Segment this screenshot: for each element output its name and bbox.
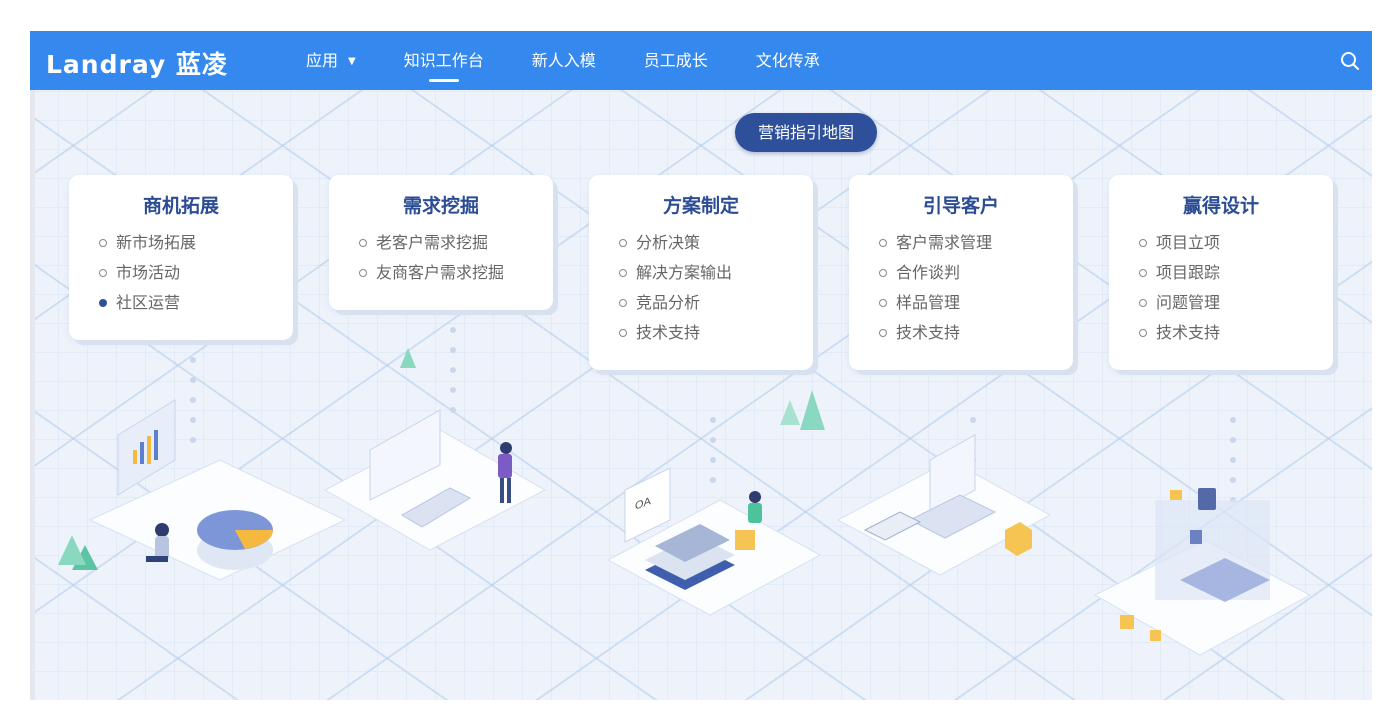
bullet-icon: [1139, 329, 1147, 337]
item-label: 市场活动: [116, 263, 181, 282]
list-item[interactable]: 竞品分析: [619, 288, 813, 318]
bullet-icon: [1139, 269, 1147, 277]
chart-board-illustration: [58, 399, 273, 570]
list-item[interactable]: 技术支持: [619, 318, 813, 348]
stage-card-guide-customer: 引导客户 客户需求管理 合作谈判 样品管理 技术支持: [849, 175, 1073, 370]
nav-knowledge-workbench[interactable]: 知识工作台: [404, 31, 484, 90]
list-item[interactable]: 技术支持: [879, 318, 1073, 348]
bullet-icon: [879, 299, 887, 307]
item-label: 分析决策: [636, 233, 701, 252]
list-item[interactable]: 合作谈判: [879, 258, 1073, 288]
stage-card-win-design: 赢得设计 项目立项 项目跟踪 问题管理 技术支持: [1109, 175, 1333, 370]
laptop-illustration: [863, 434, 1032, 556]
list-item[interactable]: 新市场拓展: [99, 228, 293, 258]
item-label: 竞品分析: [636, 293, 701, 312]
left-edge: [30, 90, 35, 700]
item-label: 项目立项: [1156, 233, 1221, 252]
top-nav-bar: Landray 蓝凌 应用 ▼ 知识工作台 新人入模 员工成长 文化传承: [30, 31, 1372, 90]
bullet-active-icon: [99, 299, 107, 307]
item-label: 技术支持: [896, 323, 961, 342]
bullet-icon: [619, 269, 627, 277]
card-title: 需求挖掘: [402, 195, 479, 217]
bullet-icon: [619, 239, 627, 247]
item-label: 友商客户需求挖掘: [376, 263, 505, 282]
item-label: 技术支持: [1156, 323, 1221, 342]
dotted-connector: [1230, 417, 1236, 503]
item-label: 问题管理: [1156, 293, 1221, 312]
list-item[interactable]: 样品管理: [879, 288, 1073, 318]
card-title: 方案制定: [662, 195, 739, 217]
card-title: 赢得设计: [1182, 195, 1259, 217]
nav-culture[interactable]: 文化传承: [755, 51, 820, 70]
bullet-icon: [619, 299, 627, 307]
brand-logo[interactable]: Landray 蓝凌: [46, 50, 228, 79]
item-label: 样品管理: [896, 293, 961, 312]
item-label: 合作谈判: [896, 263, 961, 282]
list-item[interactable]: 市场活动: [99, 258, 293, 288]
main-nav: 应用 ▼ 知识工作台 新人入模 员工成长 文化传承: [306, 31, 868, 90]
nav-label: 应用: [306, 51, 339, 70]
stage-card-solution: 方案制定 分析决策 解决方案输出 竞品分析 技术支持: [589, 175, 813, 370]
bullet-icon: [359, 239, 367, 247]
bullet-icon: [879, 269, 887, 277]
nav-onboarding[interactable]: 新人入模: [531, 51, 596, 70]
marketing-map-title: 营销指引地图: [735, 113, 877, 152]
bullet-icon: [99, 269, 107, 277]
bullet-icon: [1139, 239, 1147, 247]
list-item[interactable]: 老客户需求挖掘: [359, 228, 553, 258]
list-item[interactable]: 客户需求管理: [879, 228, 1073, 258]
bullet-icon: [359, 269, 367, 277]
list-item[interactable]: 项目跟踪: [1139, 258, 1333, 288]
item-label: 技术支持: [636, 323, 701, 342]
list-item[interactable]: 问题管理: [1139, 288, 1333, 318]
list-item-active[interactable]: 社区运营: [99, 288, 293, 318]
item-label: 解决方案输出: [636, 263, 733, 282]
list-item[interactable]: 解决方案输出: [619, 258, 813, 288]
bullet-icon: [879, 239, 887, 247]
search-icon[interactable]: [1340, 51, 1360, 71]
bullet-icon: [1139, 299, 1147, 307]
item-label: 客户需求管理: [896, 233, 993, 252]
bullet-icon: [619, 329, 627, 337]
dotted-connector: [190, 357, 196, 443]
list-item[interactable]: 友商客户需求挖掘: [359, 258, 553, 288]
item-label: 社区运营: [116, 293, 181, 312]
books-illustration: OA: [624, 390, 825, 590]
list-item[interactable]: 项目立项: [1139, 228, 1333, 258]
page-frame: OA Landray 蓝凌 应用 ▼ 知识工作台 新人入模 员工成长 文化传承 营…: [30, 31, 1372, 700]
documents-illustration: [1120, 488, 1270, 641]
bullet-icon: [879, 329, 887, 337]
card-title: 商机拓展: [142, 195, 219, 217]
nav-employee-growth[interactable]: 员工成长: [643, 51, 708, 70]
dotted-connector: [450, 327, 456, 413]
list-item[interactable]: 技术支持: [1139, 318, 1333, 348]
card-title: 引导客户: [922, 195, 999, 217]
stage-card-opportunity: 商机拓展 新市场拓展 市场活动 社区运营: [69, 175, 293, 340]
item-label: 项目跟踪: [1156, 263, 1221, 282]
illustrations: OA: [58, 241, 1312, 656]
bullet-icon: [99, 239, 107, 247]
list-item[interactable]: 分析决策: [619, 228, 813, 258]
stage-card-demand: 需求挖掘 老客户需求挖掘 友商客户需求挖掘: [329, 175, 553, 310]
item-label: 老客户需求挖掘: [376, 233, 489, 252]
item-label: 新市场拓展: [116, 233, 197, 252]
caret-down-icon: ▼: [348, 56, 356, 67]
nav-apps[interactable]: 应用 ▼: [306, 31, 356, 90]
dotted-connector: [710, 417, 716, 483]
